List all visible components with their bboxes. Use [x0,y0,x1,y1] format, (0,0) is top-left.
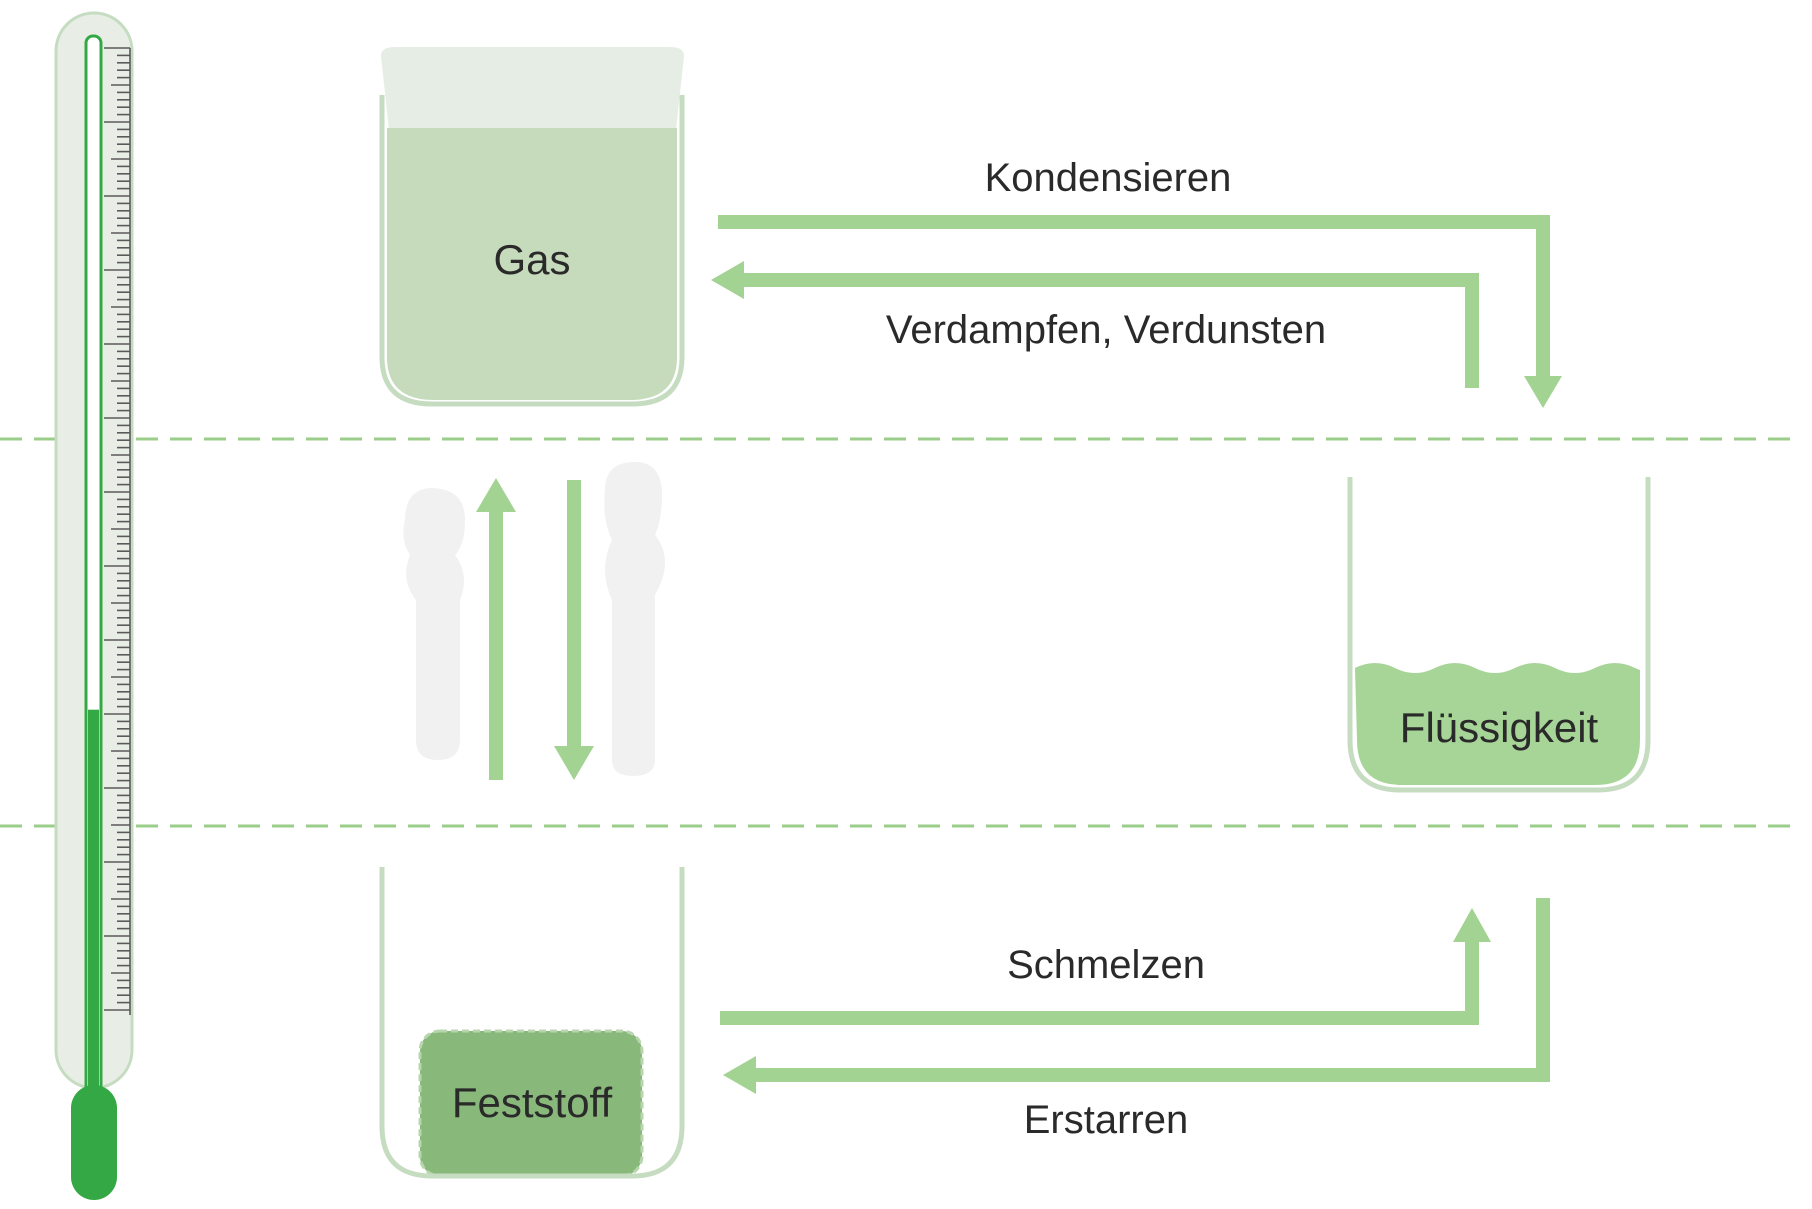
gas-vessel-fill [387,128,677,400]
arrow-condensing [718,215,1562,408]
label-evaporating: Verdampfen, Verdunsten [886,308,1326,352]
liquid-vessel-wall [1347,477,1651,793]
sublimation-arrows [403,462,665,780]
gas-vessel-top-layer [381,47,684,130]
label-solidifying: Erstarren [1024,1098,1189,1142]
arrow-evaporating [711,261,1479,388]
thermometer-scale [104,47,131,1015]
thermometer [54,11,134,1200]
vertical-arrow-shadow-left [403,488,465,760]
arrow-solid-to-gas [476,478,516,780]
vertical-arrow-shadow-right [604,462,665,776]
solid-vessel-wall [379,867,685,1179]
solid-vessel: Feststoff [379,867,685,1179]
liquid-label: Flüssigkeit [1400,704,1599,751]
liquid-fill [1355,663,1640,785]
gas-label: Gas [493,236,570,283]
gas-vessel: Gas [379,47,685,407]
arrow-melting [720,908,1491,1025]
thermometer-mercury-column [88,709,99,1096]
solid-label: Feststoff [452,1079,613,1126]
label-melting: Schmelzen [1007,943,1205,987]
arrow-solidifying [723,898,1550,1094]
arrow-gas-to-solid [554,480,594,780]
liquid-vessel: Flüssigkeit [1347,477,1651,793]
label-condensing: Kondensieren [985,156,1232,200]
gas-vessel-wall [379,95,685,407]
thermometer-bulb [71,1085,117,1200]
